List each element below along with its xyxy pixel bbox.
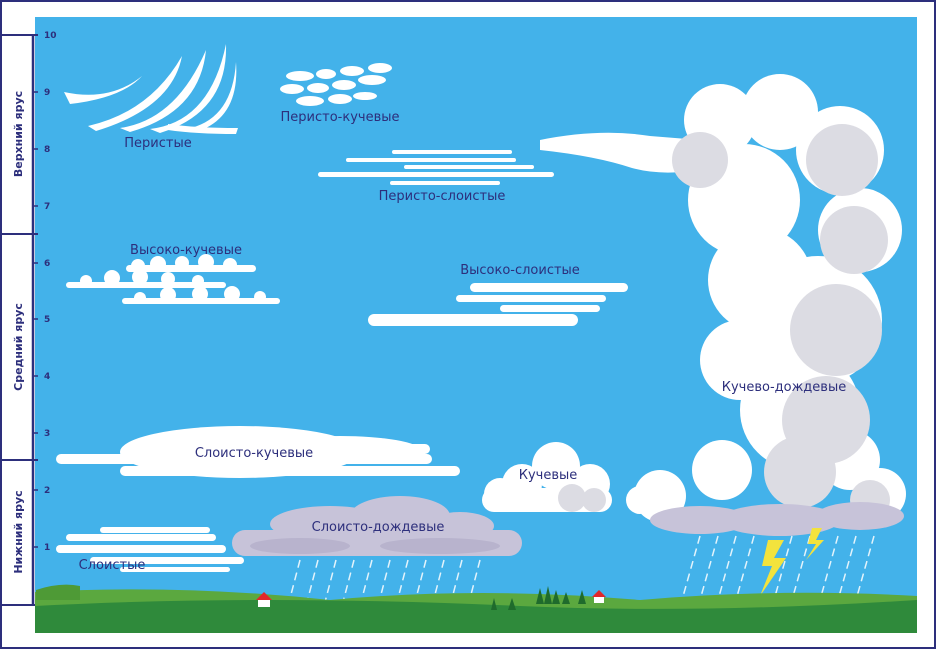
altitude-tick-10: 10 xyxy=(44,31,57,41)
cirrus-cloud xyxy=(64,44,238,134)
altitude-tick-2: 2 xyxy=(44,486,50,496)
house-icon xyxy=(592,590,606,603)
cirrocumulus-cloud xyxy=(280,63,392,106)
cumulus-shadow xyxy=(558,484,606,512)
stratus-cloud xyxy=(56,527,244,572)
label-cirrus: Перистые xyxy=(124,136,191,151)
tier-label-middle: Средний ярус xyxy=(12,303,25,391)
cumulonimbus-rain xyxy=(681,535,875,601)
label-altostratus: Высоко-слоистые xyxy=(460,263,580,278)
tick-marks xyxy=(33,91,38,548)
cumulonimbus-cloud xyxy=(540,74,906,536)
label-nimbostratus: Слоисто-дождевые xyxy=(312,520,445,535)
altocumulus-cloud xyxy=(66,254,280,304)
trees xyxy=(491,586,586,610)
altostratus-cloud xyxy=(368,283,628,326)
altitude-tick-9: 9 xyxy=(44,88,50,98)
altitude-tick-8: 8 xyxy=(44,145,50,155)
lightning-bolt-icon xyxy=(760,540,786,596)
altitude-tick-1: 1 xyxy=(44,543,50,553)
altitude-scale: 10 9 8 7 6 5 4 3 2 1 Верхний ярус Средни… xyxy=(2,31,57,606)
lightning-bolt-small-icon xyxy=(806,528,824,560)
altitude-tick-4: 4 xyxy=(44,372,50,382)
tier-label-upper: Верхний ярус xyxy=(12,91,25,177)
label-cirrostratus: Перисто-слоистые xyxy=(379,189,506,204)
cirrostratus-cloud xyxy=(318,150,554,185)
altitude-tick-7: 7 xyxy=(44,202,50,212)
label-stratocumulus: Слоисто-кучевые xyxy=(195,446,313,461)
label-cumulus: Кучевые xyxy=(519,468,578,483)
altitude-tick-5: 5 xyxy=(44,315,50,325)
label-altocumulus: Высоко-кучевые xyxy=(130,243,242,258)
label-cumulonimbus: Кучево-дождевые xyxy=(722,380,846,395)
ground xyxy=(35,584,917,633)
label-stratus: Слоистые xyxy=(79,558,146,573)
altitude-tick-3: 3 xyxy=(44,429,50,439)
house-icon xyxy=(256,592,272,607)
altitude-tick-6: 6 xyxy=(44,259,50,269)
tier-label-lower: Нижний ярус xyxy=(12,490,25,573)
nimbostratus-cloud xyxy=(232,496,522,556)
label-cirrocumulus: Перисто-кучевые xyxy=(281,110,400,125)
stratocumulus-cloud xyxy=(56,426,460,478)
